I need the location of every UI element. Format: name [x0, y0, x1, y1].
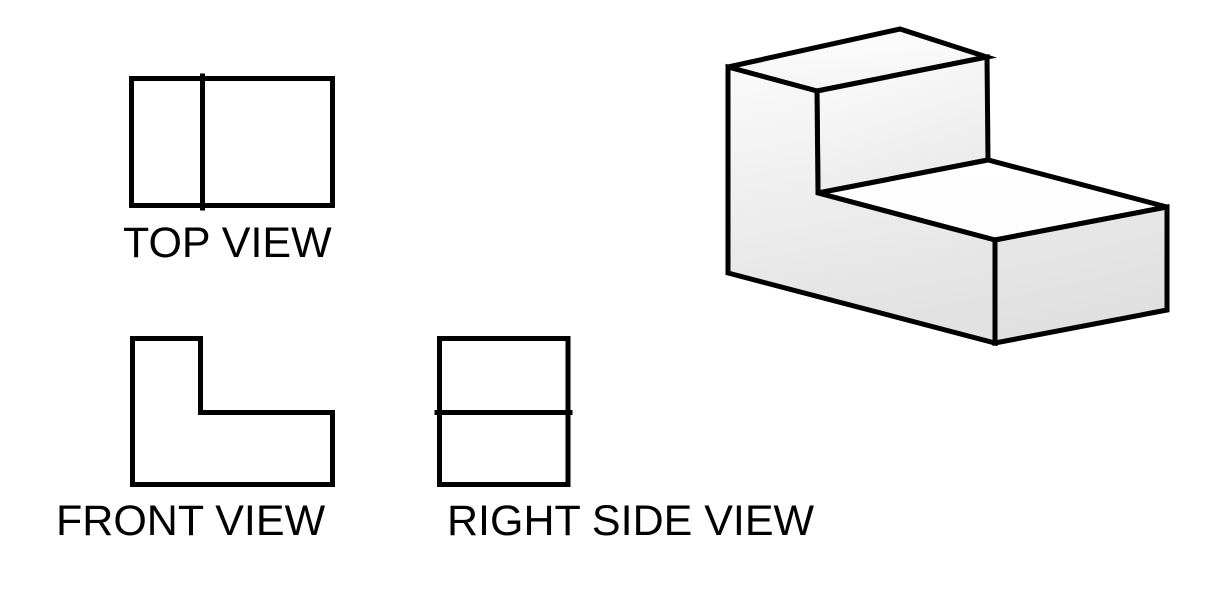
front-view-label: FRONT VIEW: [56, 497, 326, 545]
front-view-drawing: FRONT VIEW: [56, 336, 335, 545]
top-view-outline: [129, 76, 335, 208]
top-view-drawing: TOP VIEW: [123, 73, 335, 267]
isometric-step-block: [725, 26, 1170, 347]
front-view-outline: [130, 336, 335, 487]
right-side-view-drawing: RIGHT SIDE VIEW: [434, 336, 815, 545]
top-view-label: TOP VIEW: [123, 219, 332, 267]
iso-l-profile-face: [725, 63, 998, 347]
right-side-view-label: RIGHT SIDE VIEW: [447, 497, 815, 545]
